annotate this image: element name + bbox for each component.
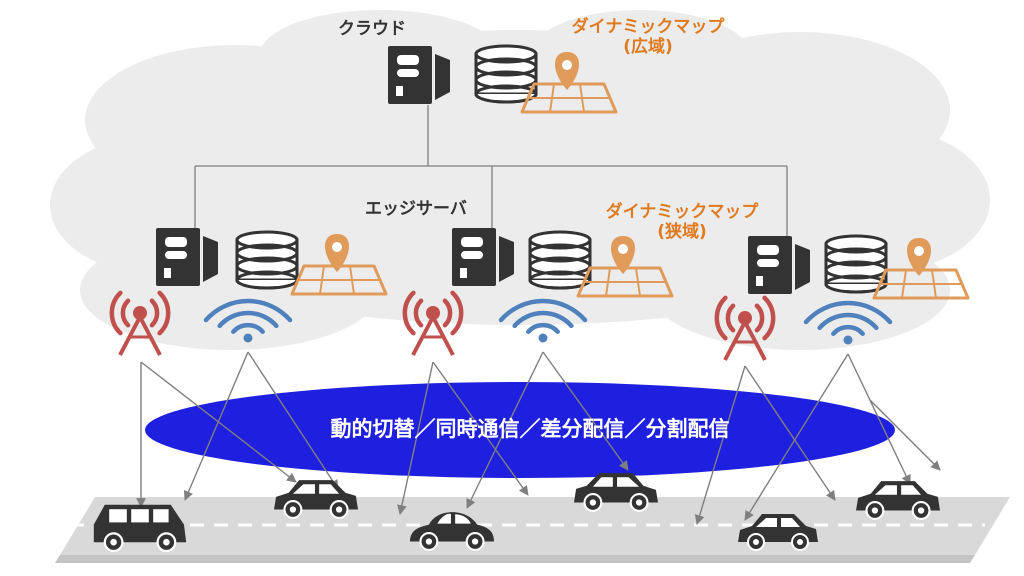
signal-arrow [847, 353, 911, 485]
wifi-icon [803, 300, 893, 345]
cloud-server-icon [388, 46, 450, 104]
car-icon [410, 512, 494, 551]
antenna-icon [714, 295, 776, 361]
edge-database-icon [528, 230, 592, 290]
edge-server-icon [452, 228, 514, 286]
cloud-dynamic-map-icon [520, 52, 618, 114]
cloud-label: クラウド [338, 19, 406, 39]
edge-database-icon [824, 234, 888, 294]
car-icon [574, 473, 658, 512]
edge-database-icon [235, 230, 299, 290]
cloud-map-label-line2: (広域) [623, 36, 673, 57]
car-icon [274, 480, 358, 519]
car-group [93, 473, 940, 553]
antenna-icon [402, 290, 464, 356]
wifi-icon [498, 298, 588, 343]
antenna-group [109, 290, 776, 361]
signal-arrow [744, 353, 849, 521]
communication-ellipse [145, 382, 895, 478]
wifi-icon [203, 298, 293, 343]
connection-lines [194, 105, 788, 236]
car-icon [738, 514, 818, 551]
antenna-icon [109, 290, 171, 356]
edge-server-icon [748, 236, 810, 294]
map-icon-group [290, 52, 970, 300]
signal-arrow [542, 351, 629, 471]
signal-arrow [744, 365, 836, 501]
signal-arrow [247, 351, 339, 490]
signal-arrow [183, 351, 249, 501]
ellipse-label: 動的切替／同時通信／差分配信／分割配信 [330, 417, 730, 441]
edge-map-label-line2: (狭域) [657, 221, 707, 242]
edge-map-label-line1: ダイナミックマップ [605, 202, 759, 222]
signal-arrow [432, 361, 529, 496]
car-icon [856, 481, 940, 520]
cloud-database-icon [474, 44, 538, 104]
wifi-group [203, 298, 893, 345]
signal-arrows-front [136, 351, 941, 525]
signal-arrow [869, 399, 941, 471]
signal-arrow [397, 361, 434, 515]
edge-server-label: エッジサーバ [365, 199, 467, 219]
edge-dynamic-map-icon [290, 234, 388, 296]
signal-arrow [466, 351, 544, 509]
cloud-map-label: ダイナミックマップ (広域) [558, 17, 738, 57]
cloud-shape [50, 10, 990, 350]
cloud-map-label-line1: ダイナミックマップ [571, 17, 725, 37]
edge-dynamic-map-icon [576, 236, 674, 298]
signal-arrow [694, 365, 746, 525]
edge-server-icon [156, 228, 218, 286]
server-group [156, 46, 810, 294]
edge-dynamic-map-icon [872, 238, 970, 300]
edge-map-label: ダイナミックマップ (狭域) [592, 202, 772, 242]
car-icon [93, 504, 187, 553]
database-group [235, 44, 888, 294]
